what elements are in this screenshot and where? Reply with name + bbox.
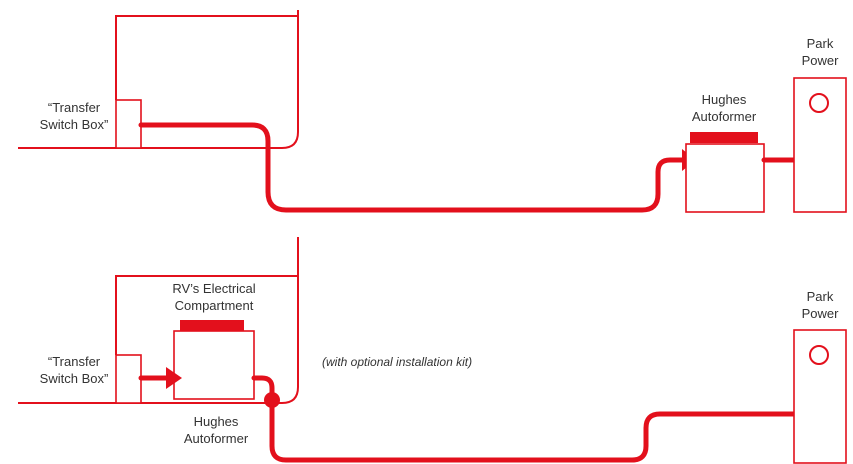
- transfer-switch-label-bottom-line1: “Transfer: [48, 354, 101, 369]
- compartment-label-line1: RV’s Electrical: [172, 281, 255, 296]
- rv-outline-top: [18, 10, 299, 149]
- autoformer-top: [685, 143, 765, 213]
- installation-kit-note: (with optional installation kit): [322, 355, 472, 369]
- outlet-icon-top: [809, 93, 829, 113]
- outlet-icon-bottom: [809, 345, 829, 365]
- park-power-label-top-line1: Park: [807, 36, 834, 51]
- transfer-switch-label-top-line2: Switch Box”: [40, 117, 109, 132]
- autoformer-label-bottom-line1: Hughes: [194, 414, 239, 429]
- park-power-label-bottom-line1: Park: [807, 289, 834, 304]
- park-power-label-bottom-line2: Power: [802, 306, 840, 321]
- bottom-diagram: “Transfer Switch Box” RV’s Electrical Co…: [18, 237, 847, 464]
- rv-outline-bottom: [18, 237, 299, 404]
- autoformer-label-top-line1: Hughes: [702, 92, 747, 107]
- autoformer-handle-top: [690, 132, 758, 143]
- top-diagram: “Transfer Switch Box” Hughes Autoformer …: [18, 10, 847, 213]
- autoformer-label-top-line2: Autoformer: [692, 109, 757, 124]
- transfer-switch-box-top: [115, 99, 142, 149]
- cable-arrow-icon-bottom: [166, 367, 182, 389]
- transfer-switch-label-top-line1: “Transfer: [48, 100, 101, 115]
- park-power-label-top-line2: Power: [802, 53, 840, 68]
- power-cable-bottom: [251, 363, 843, 463]
- transfer-switch-box-bottom: [115, 354, 142, 404]
- park-power-pedestal-bottom: [793, 329, 847, 464]
- cable-junction-dot: [264, 392, 280, 408]
- transfer-switch-label-bottom-line2: Switch Box”: [40, 371, 109, 386]
- compartment-label-line2: Compartment: [175, 298, 254, 313]
- autoformer-label-bottom-line2: Autoformer: [184, 431, 249, 446]
- autoformer-bottom: [173, 330, 255, 400]
- power-cable-top: [138, 122, 685, 213]
- autoformer-handle-bottom: [180, 320, 244, 331]
- park-power-pedestal-top: [793, 77, 847, 213]
